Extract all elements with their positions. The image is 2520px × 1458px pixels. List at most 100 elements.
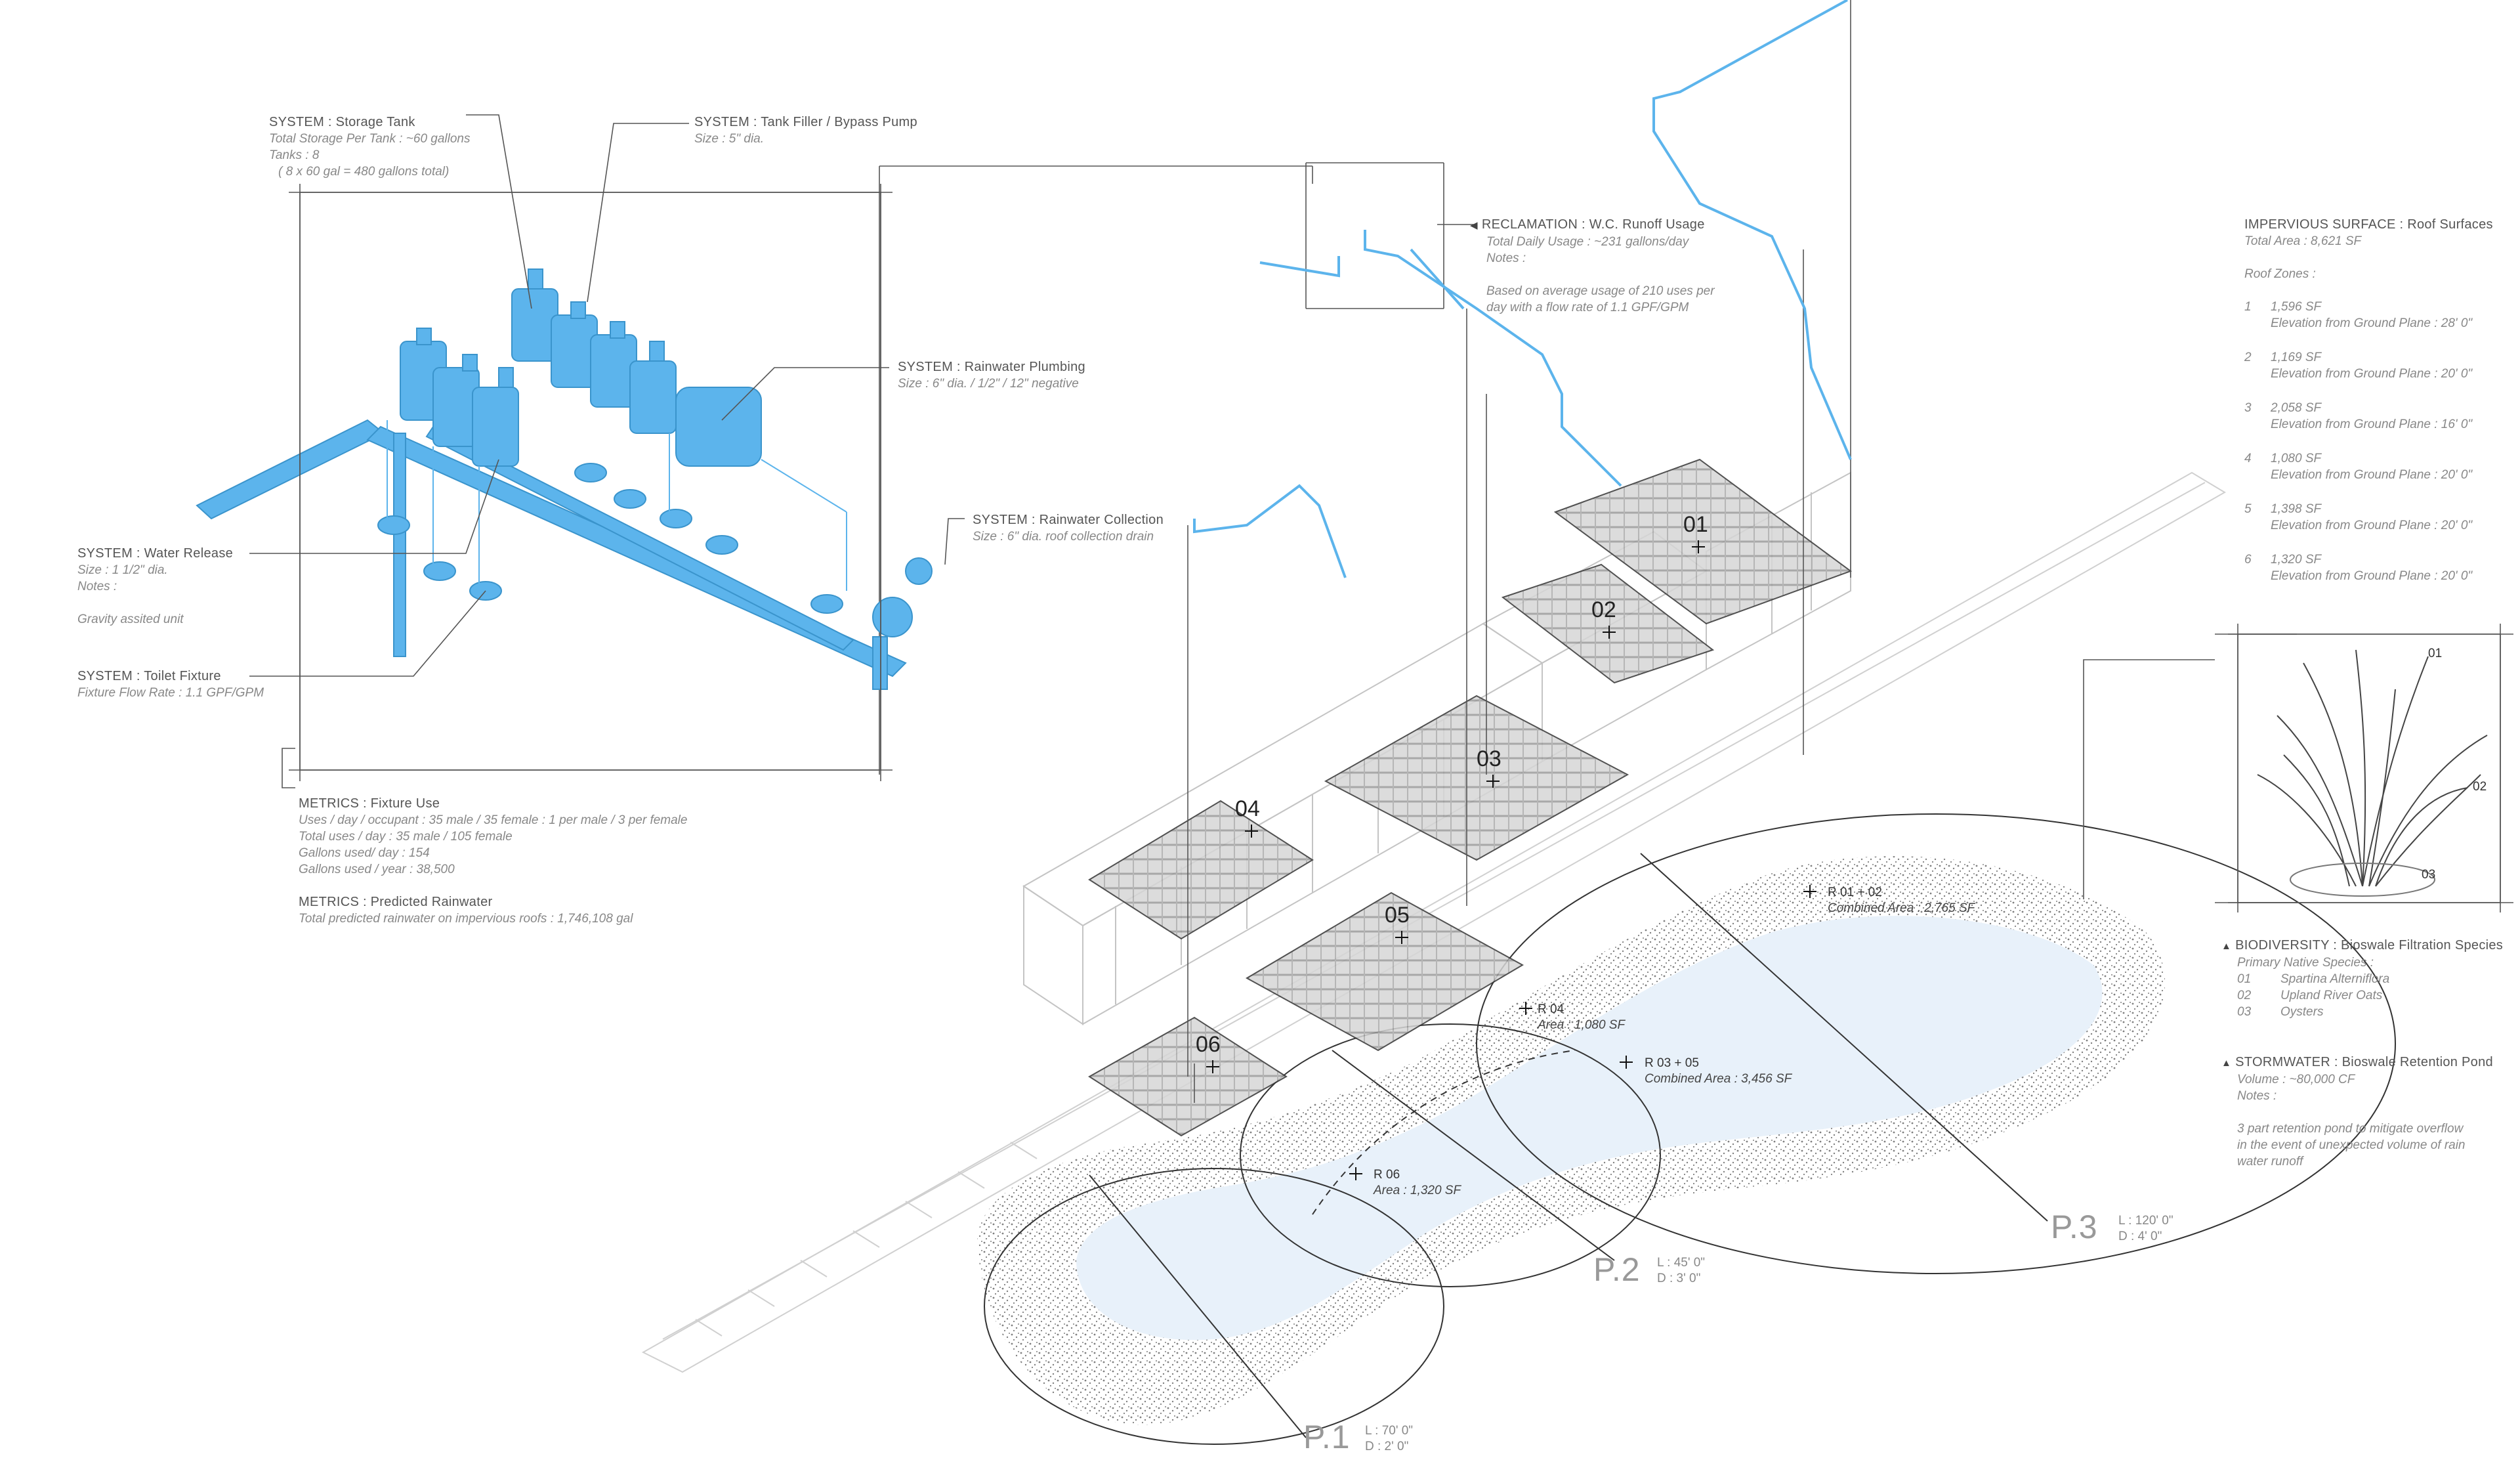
triangle-marker-icon: ▲ [2221,941,2232,952]
rain-plumbing-title: SYSTEM : Rainwater Plumbing [898,360,1085,374]
predicted-rain-title: METRICS : Predicted Rainwater [299,895,493,909]
roof-label-03: 03 [1477,746,1502,771]
roof-zone-4-elev: Elevation from Ground Plane : 20' 0" [2271,468,2473,482]
stormwater-line-5: water runoff [2237,1155,2303,1169]
roof-plane-03 [1324,695,1629,861]
pond-outline-p2 [1240,1023,1661,1287]
fixture-use-line-4: Gallons used / year : 38,500 [299,863,455,876]
impervious-zones-label: Roof Zones : [2244,267,2316,281]
toilet-fixture-title: SYSTEM : Toilet Fixture [77,669,221,683]
plant-label-02: 02 [2473,780,2487,794]
roof-label-01: 01 [1683,512,1708,537]
plant-label-03: 03 [2422,868,2436,882]
area-label-r06: R 06 Area : 1,320 SF [1374,1168,1461,1197]
triangle-marker-icon: ◀ [1470,220,1478,231]
rainwater-system [196,268,933,690]
water-routing [1193,0,1852,578]
reclamation-line-3: Based on average usage of 210 uses per [1486,284,1715,298]
reclamation-line-1: Total Daily Usage : ~231 gallons/day [1486,235,1689,249]
rainwater-system-detail-lines [387,420,847,591]
roof-label-05: 05 [1385,903,1410,928]
water-release-callout: SYSTEM : Water Release Size : 1 1/2" dia… [77,546,233,628]
fixture-use-line-1: Uses / day / occupant : 35 male / 35 fem… [299,813,688,827]
roof-plane-05 [1245,891,1524,1052]
roof-zone-5-elev: Elevation from Ground Plane : 20' 0" [2271,519,2473,532]
biodiversity-title: BIODIVERSITY : Bioswale Filtration Speci… [2235,938,2504,953]
pond-dims-p2: L : 45' 0" D : 3' 0" [1657,1256,1706,1285]
stormwater-line-2: Notes : [2237,1089,2277,1103]
impervious-total: Total Area : 8,621 SF [2244,234,2362,248]
ground-walkway [641,471,2226,1373]
grass-illustration [2257,649,2488,897]
water-release-line-3: Gravity assited unit [77,612,184,626]
storage-tank-callout: SYSTEM : Storage Tank Total Storage Per … [269,114,471,180]
biodiversity-callout: ▲BIODIVERSITY : Bioswale Filtration Spec… [2221,937,2503,1020]
stormwater-title: STORMWATER : Bioswale Retention Pond [2235,1055,2493,1069]
area-label-r04: R 04 Area : 1,080 SF [1538,1002,1626,1032]
fixture-use-title: METRICS : Fixture Use [299,796,440,811]
pond-outline-p3 [1312,813,2396,1274]
crosshair-markers [1206,540,1816,1180]
pond-dims-p3: L : 120' 0" D : 4' 0" [2118,1214,2174,1243]
reclamation-callout: ◀RECLAMATION : W.C. Runoff Usage Total D… [1470,217,1715,316]
roof-zone-3-elev: Elevation from Ground Plane : 16' 0" [2271,418,2473,431]
rain-collection-callout: SYSTEM : Rainwater Collection Size : 6" … [973,512,1164,545]
detail-frame [289,184,892,781]
water-release-line-2: Notes : [77,580,117,593]
roof-zone-2-elev: Elevation from Ground Plane : 20' 0" [2271,367,2473,381]
pond-label-p3: P.3 [2051,1209,2098,1245]
retention-pond-stipple [977,856,2165,1425]
predicted-rain-line-1: Total predicted rainwater on impervious … [299,912,633,926]
impervious-callout: IMPERVIOUS SURFACE : Roof Surfaces Total… [2244,217,2493,584]
storage-tank-line-3: ( 8 x 60 gal = 480 gallons total) [278,165,450,179]
metrics-callout: METRICS : Fixture Use Uses / day / occup… [299,796,687,927]
tank-filler-line-1: Size : 5" dia. [694,132,765,146]
toilet-fixture-callout: SYSTEM : Toilet Fixture Fixture Flow Rat… [77,668,264,701]
tank-filler-title: SYSTEM : Tank Filler / Bypass Pump [694,115,917,129]
pond-dims-p1: L : 70' 0" D : 2' 0" [1365,1424,1414,1453]
fixture-use-line-2: Total uses / day : 35 male / 105 female [299,830,513,844]
roof-label-06: 06 [1196,1032,1221,1057]
tank-filler-callout: SYSTEM : Tank Filler / Bypass Pump Size … [694,114,917,147]
stormwater-line-1: Volume : ~80,000 CF [2237,1073,2355,1086]
rain-plumbing-callout: SYSTEM : Rainwater Plumbing Size : 6" di… [898,359,1085,392]
area-label-r01-02: R 01 + 02 Combined Area : 2,765 SF [1828,886,1975,915]
roof-plane-02 [1501,563,1715,684]
pond-label-p2: P.2 [1593,1251,1641,1288]
fixture-use-line-3: Gallons used/ day : 154 [299,846,430,860]
callout-leaders [249,114,2297,903]
triangle-marker-icon: ▲ [2221,1058,2232,1069]
roof-zone-1-elev: Elevation from Ground Plane : 28' 0" [2271,316,2473,330]
toilet-fixture-line-1: Fixture Flow Rate : 1.1 GPF/GPM [77,686,264,700]
reclamation-title: RECLAMATION : W.C. Runoff Usage [1481,217,1705,232]
plant-label-01: 01 [2428,647,2443,660]
water-release-line-1: Size : 1 1/2" dia. [77,563,168,577]
roof-label-02: 02 [1591,597,1616,622]
storage-tank-title: SYSTEM : Storage Tank [269,115,415,129]
projection-lines [879,0,1851,1103]
roof-zone-6-elev: Elevation from Ground Plane : 20' 0" [2271,569,2473,583]
reclamation-line-2: Notes : [1486,251,1526,265]
rain-plumbing-line-1: Size : 6" dia. / 1/2" / 12" negative [898,377,1079,391]
storage-tank-line-1: Total Storage Per Tank : ~60 gallons [269,132,471,146]
rain-collection-title: SYSTEM : Rainwater Collection [973,513,1164,527]
stormwater-line-4: in the event of unexpected volume of rai… [2237,1138,2466,1152]
rain-collection-line-1: Size : 6" dia. roof collection drain [973,530,1154,544]
plant-inset-frame [2228,624,2513,912]
biodiversity-line-1: Primary Native Species : [2237,956,2374,970]
stormwater-line-3: 3 part retention pond to mitigate overfl… [2237,1122,2464,1136]
pond-outline-p1 [984,1168,1444,1445]
roof-label-04: 04 [1235,796,1260,821]
storage-tank-line-2: Tanks : 8 [269,148,320,162]
reclamation-line-4: day with a flow rate of 1.1 GPF/GPM [1486,301,1689,314]
impervious-title: IMPERVIOUS SURFACE : Roof Surfaces [2244,217,2493,232]
